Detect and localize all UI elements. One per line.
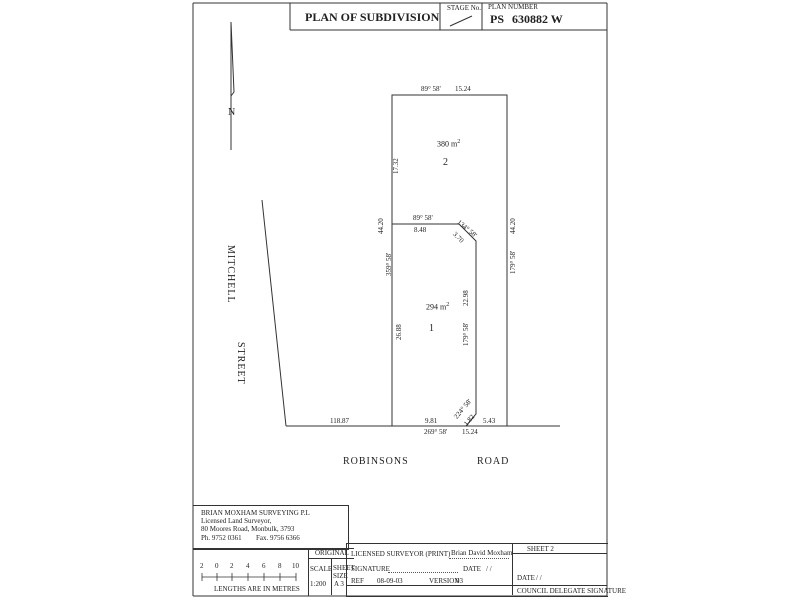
dim-right-total: 44.20	[509, 218, 517, 234]
dim-right-bearing: 179° 58'	[509, 250, 517, 274]
road-name-robinsons: ROBINSONS	[343, 456, 409, 467]
scale-bar-box	[193, 548, 309, 596]
lot-boundary-outer	[391, 94, 508, 426]
lot-dividing-line	[392, 223, 477, 427]
scale-tick-4: 6	[262, 562, 266, 570]
certification-hline	[346, 585, 607, 586]
dim-internal-length: 8.48	[414, 226, 427, 234]
north-label: N	[228, 107, 236, 118]
scale-value: 1:200	[310, 580, 326, 588]
stage-slash	[449, 15, 473, 27]
ref-value: 08-09-03	[377, 577, 403, 585]
scale-tick-1: 0	[215, 562, 219, 570]
dim-left-upper: 17.32	[392, 158, 400, 174]
dim-bottom-bearing: 269° 58'	[424, 428, 448, 436]
scale-tick-2: 2	[230, 562, 234, 570]
surveyor-phone: Ph. 9752 0361	[201, 534, 242, 542]
sheet-hline	[512, 553, 607, 554]
scale-label: SCALE	[310, 565, 333, 573]
sheet-label: SHEET 2	[527, 545, 554, 553]
council-delegate-label: COUNCIL DELEGATE SIGNATURE	[517, 587, 627, 595]
scale-box-hline	[309, 558, 354, 559]
plan-number: 630882 W	[512, 12, 563, 26]
scale-caption: LENGTHS ARE IN METRES	[214, 585, 300, 593]
original-label: ORIGINAL	[315, 549, 349, 557]
signature-line[interactable]	[388, 572, 458, 573]
scale-info-box	[309, 548, 354, 596]
mitchell-street-edge	[261, 199, 287, 427]
dim-left-lower: 26.88	[395, 324, 403, 340]
sheet-size-label: SHEET SIZE	[333, 564, 355, 580]
sheet-size-value: A 3	[334, 580, 344, 588]
dim-bottom-left-length: 9.81	[425, 417, 438, 425]
dim-bottom-length: 15.24	[462, 428, 478, 436]
dim-inner-right-bearing: 179° 58'	[462, 322, 470, 346]
surveyor-address: 80 Moores Road, Monbulk, 3793	[201, 525, 295, 533]
date-value: / /	[486, 565, 492, 573]
scale-box-divider	[331, 558, 332, 595]
version-value: 03	[456, 577, 463, 585]
dim-inner-right-length: 22.98	[462, 290, 470, 306]
plan-title: PLAN OF SUBDIVISION	[305, 10, 440, 24]
dim-internal-bearing: 89° 58'	[413, 214, 433, 222]
ref-label: REF	[351, 577, 364, 585]
surveyor-box	[193, 505, 349, 550]
north-arrow-head	[230, 21, 235, 97]
right-date-label: DATE	[517, 574, 535, 582]
dim-road-left: 118.87	[330, 417, 349, 425]
scale-tick-3: 4	[246, 562, 250, 570]
dim-left-total: 44.20	[377, 218, 385, 234]
surveyor-role: Licensed Land Surveyor,	[201, 517, 272, 525]
version-label: VERSION	[429, 577, 460, 585]
signature-label: SIGNATURE	[351, 565, 390, 573]
plan-number-label: PLAN NUMBER	[488, 3, 538, 11]
plan-prefix: PS	[490, 12, 505, 26]
scale-tick-5: 8	[278, 562, 282, 570]
lot2-area: 380 m2	[437, 139, 461, 149]
surveyor-firm: BRIAN MOXHAM SURVEYING P.L	[201, 509, 310, 517]
dim-top-bearing: 89° 58'	[421, 85, 441, 93]
stage-label: STAGE No.	[447, 4, 482, 12]
road-name-road: ROAD	[477, 456, 510, 467]
lot1-number: 1	[429, 323, 434, 334]
licensed-name-underline	[449, 558, 509, 559]
street-name-mitchell: MITCHELL	[225, 245, 236, 304]
street-name-street: STREET	[235, 342, 246, 385]
dim-left-bearing: 359° 58'	[385, 252, 393, 276]
scale-bar	[201, 573, 297, 581]
right-date-value: / /	[536, 574, 542, 582]
dim-top-length: 15.24	[455, 85, 471, 93]
date-label: DATE	[463, 565, 481, 573]
lot1-area: 294 m2	[426, 302, 450, 312]
certification-box	[346, 543, 608, 597]
scale-tick-0: 2	[200, 562, 204, 570]
dim-bottom-right-length: 5.43	[483, 417, 496, 425]
licensed-surveyor-name: Brian David Moxham	[451, 549, 513, 557]
licensed-surveyor-label: LICENSED SURVEYOR (PRINT)	[351, 550, 451, 558]
surveyor-fax: Fax. 9756 6366	[256, 534, 300, 542]
lot2-number: 2	[443, 157, 448, 168]
scale-tick-6: 10	[292, 562, 299, 570]
certification-divider	[512, 543, 513, 595]
